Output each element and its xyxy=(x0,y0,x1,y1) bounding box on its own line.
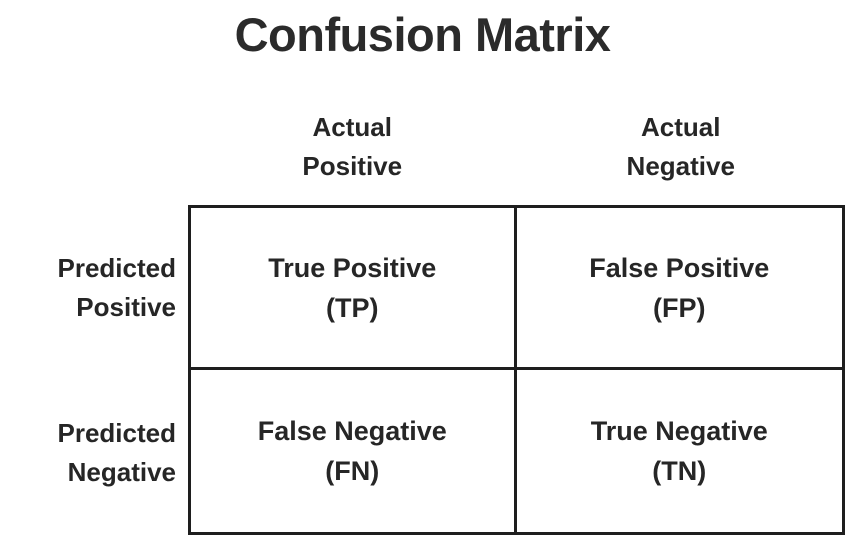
cell-false-negative-abbrev: (FN) xyxy=(325,456,380,486)
row-header-predicted-negative-line2: Negative xyxy=(67,456,176,487)
column-header-actual-positive-line2: Positive xyxy=(302,151,403,181)
cell-false-positive-abbrev: (FP) xyxy=(653,292,706,323)
row-header-predicted-negative: Predicted Negative xyxy=(0,370,178,535)
row-header-predicted-positive-line2: Positive xyxy=(76,291,176,322)
column-header-actual-positive-line1: Actual xyxy=(312,112,392,142)
row-header-predicted-positive: Predicted Positive xyxy=(0,205,178,370)
cell-false-negative: False Negative (FN) xyxy=(191,370,517,532)
cell-true-positive-label: True Positive xyxy=(268,252,437,283)
cell-true-positive-abbrev: (TP) xyxy=(326,292,379,323)
cell-false-positive-label: False Positive xyxy=(589,252,770,283)
column-header-actual-negative-line1: Actual xyxy=(641,112,721,142)
column-header-actual-negative-line2: Negative xyxy=(626,151,735,181)
cell-true-positive: True Positive (TP) xyxy=(191,208,517,370)
row-header-column: Predicted Positive Predicted Negative xyxy=(0,205,178,535)
column-header-actual-negative: Actual Negative xyxy=(517,108,846,188)
page-title: Confusion Matrix xyxy=(234,8,611,61)
cell-true-negative: True Negative (TN) xyxy=(516,370,842,532)
matrix-grid: True Positive (TP) False Positive (FP) F… xyxy=(188,205,845,535)
row-header-predicted-negative-line1: Predicted xyxy=(57,417,177,448)
row-header-predicted-positive-line1: Predicted xyxy=(57,252,177,283)
cell-false-negative-label: False Negative xyxy=(257,416,447,446)
column-header-row: Actual Positive Actual Negative xyxy=(188,108,845,188)
cell-true-negative-label: True Negative xyxy=(590,416,768,446)
column-header-actual-positive: Actual Positive xyxy=(188,108,517,188)
cell-true-negative-abbrev: (TN) xyxy=(652,456,707,486)
cell-false-positive: False Positive (FP) xyxy=(516,208,842,370)
